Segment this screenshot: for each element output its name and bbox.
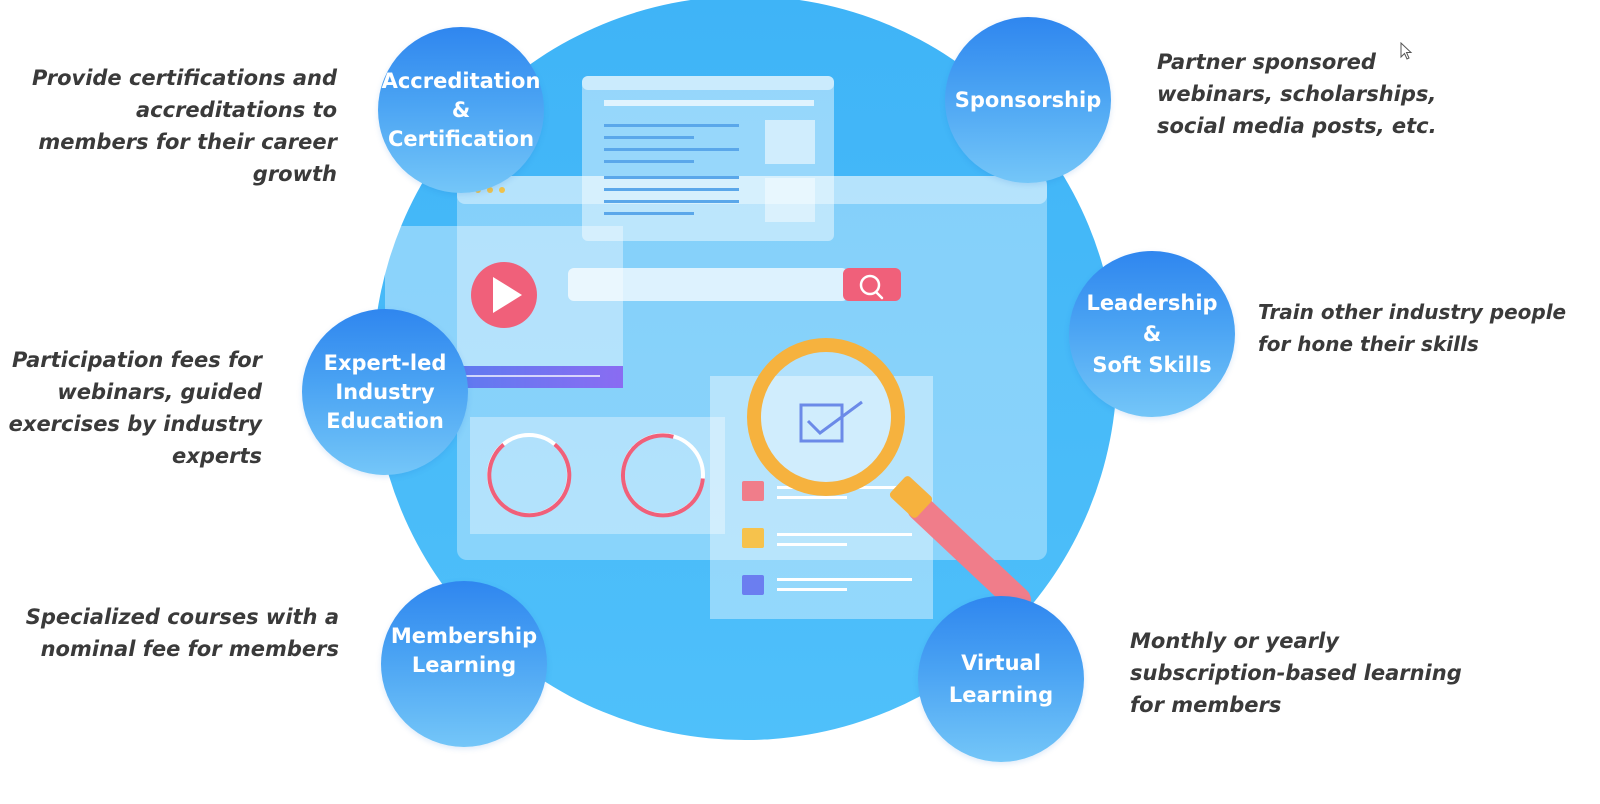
cursor-icon (1400, 42, 1413, 60)
node-label-line: Accreditation (381, 68, 541, 93)
node-sponsorship: Sponsorship (945, 17, 1111, 183)
node-label: Expert-led Industry Education (324, 349, 447, 436)
node-label-line: Learning (411, 653, 517, 677)
node-label-line: Education (326, 408, 444, 433)
node-expert-led: Expert-led Industry Education (302, 309, 468, 475)
description-membership: Specialized courses with a nominal fee f… (25, 605, 339, 661)
description-accreditation: Provide certifications and accreditation… (31, 66, 337, 186)
node-label: Accreditation & Certification (382, 67, 541, 154)
node-label-line: Learning (948, 683, 1054, 707)
search-bar (568, 268, 901, 301)
document-card (582, 76, 834, 241)
description-leadership: Train other industry people for hone the… (1258, 300, 1567, 356)
node-label: Membership Learning (391, 622, 537, 680)
node-label-line: Expert-led (323, 350, 447, 375)
node-label-line: & (451, 97, 471, 122)
node-label-line: Industry (335, 379, 435, 404)
node-label: Leadership & Soft Skills (1086, 288, 1217, 381)
node-label: Virtual Learning (949, 647, 1053, 711)
charts-panel (470, 417, 725, 534)
node-membership: Membership Learning (381, 581, 547, 747)
node-label-line: Soft Skills (1092, 352, 1212, 377)
node-label: Sponsorship (955, 86, 1102, 115)
node-accreditation: Accreditation & Certification (378, 27, 544, 193)
play-icon (471, 262, 537, 328)
magnifier-icon (747, 338, 1031, 613)
checkbox-icon (799, 400, 863, 443)
node-leadership: Leadership & Soft Skills (1069, 251, 1235, 417)
node-label-line: Sponsorship (954, 87, 1102, 112)
node-label-line: Membership (390, 624, 538, 648)
search-icon (859, 274, 884, 300)
node-label-line: & (1142, 321, 1162, 346)
node-label-line: Virtual (961, 651, 1041, 675)
description-expert-led: Participation fees for webinars, guided … (8, 348, 262, 468)
node-label-line: Leadership (1086, 290, 1218, 315)
node-label-line: Certification (387, 126, 535, 151)
description-sponsorship: Partner sponsored webinars, scholarships… (1157, 50, 1437, 138)
node-virtual: Virtual Learning (918, 596, 1084, 762)
description-virtual: Monthly or yearly subscription-based lea… (1130, 629, 1462, 717)
background-circle (373, 0, 1117, 740)
